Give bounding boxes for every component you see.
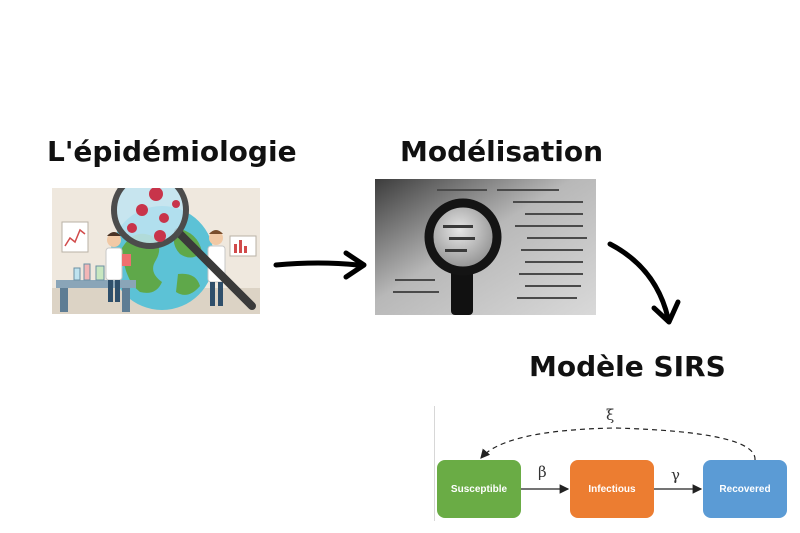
node-susceptible: Susceptible [437,460,521,518]
sirs-edges [480,427,756,494]
modelisation-title: Modélisation [400,135,604,168]
epidemiology-illustration [52,188,260,314]
node-susceptible-label: Susceptible [450,483,508,495]
node-infectious-label: Infectious [588,483,636,495]
node-recovered-label: Recovered [719,483,771,495]
modelisation-illustration [375,179,596,315]
edge-r-to-s [480,427,756,461]
edge-label-beta: β [538,463,547,481]
sirs-diagram: Susceptible Infectious Recovered β γ ξ [434,406,791,521]
arrow-epi-to-modelisation [273,250,367,280]
node-recovered: Recovered [703,460,787,518]
epidemiology-title: L'épidémiologie [47,135,297,168]
sirs-title: Modèle SIRS [529,350,726,383]
edge-label-xi: ξ [606,406,615,424]
arrow-modelisation-to-sirs [607,241,681,325]
edge-label-gamma: γ [671,466,680,484]
node-infectious: Infectious [570,460,654,518]
